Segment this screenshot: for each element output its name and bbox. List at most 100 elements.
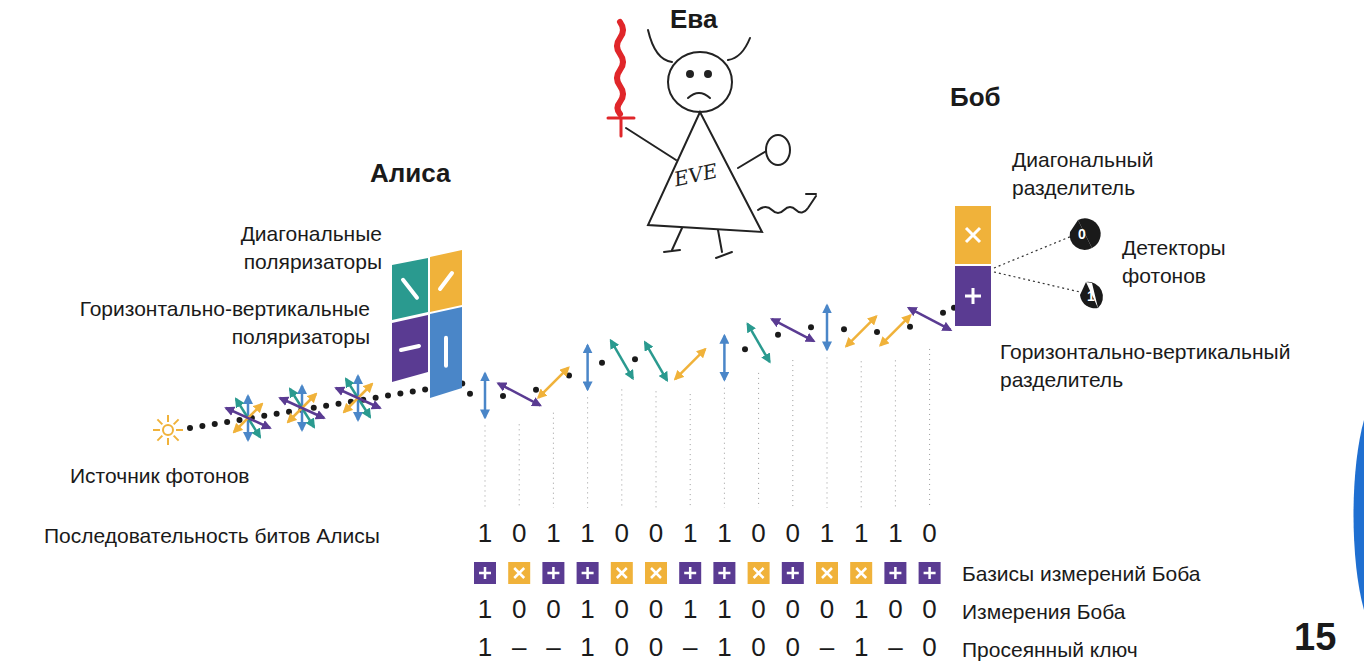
photon-dot bbox=[199, 423, 205, 429]
bit-value: 1 bbox=[470, 516, 500, 551]
basis-icon bbox=[679, 562, 701, 584]
unpolarized-photons bbox=[187, 376, 465, 440]
photon-arrow bbox=[280, 398, 324, 418]
photon-arrow bbox=[909, 308, 951, 330]
bit-value: 0 bbox=[915, 630, 945, 665]
bit-value: 0 bbox=[607, 516, 637, 551]
column-guide bbox=[621, 389, 622, 508]
bit-value: 1 bbox=[846, 630, 876, 665]
polarizers bbox=[392, 250, 462, 398]
photon-arrow bbox=[748, 324, 770, 362]
bit-value: 1 bbox=[846, 516, 876, 551]
photon-dot bbox=[742, 346, 748, 352]
bit-value: – bbox=[812, 630, 842, 665]
basis-icon bbox=[816, 562, 838, 584]
photon-dot bbox=[373, 395, 379, 401]
photon-arrow bbox=[498, 383, 540, 405]
column-guide bbox=[485, 425, 486, 508]
bit-value: 0 bbox=[744, 630, 774, 665]
caption-label: Просеянный ключ bbox=[962, 636, 1138, 664]
bit-value: 1 bbox=[573, 630, 603, 665]
photon-dot bbox=[566, 372, 572, 378]
photon-dot bbox=[212, 421, 218, 427]
photon-dot bbox=[500, 393, 506, 399]
bit-value: 0 bbox=[607, 592, 637, 627]
photon-stream bbox=[467, 305, 957, 508]
bit-value: 0 bbox=[778, 630, 808, 665]
photon-dot bbox=[224, 419, 230, 425]
caption-label: Горизонтально-вертикальные поляризаторы bbox=[4, 295, 370, 352]
bit-value: 0 bbox=[744, 516, 774, 551]
bit-value: 1 bbox=[709, 630, 739, 665]
photon-dot bbox=[274, 411, 280, 417]
detector-value: 1 bbox=[1083, 287, 1099, 306]
basis-icon bbox=[611, 562, 633, 584]
bit-value: 0 bbox=[641, 516, 671, 551]
caption-label: Последовательность битов Алисы bbox=[44, 522, 380, 550]
basis-icon bbox=[850, 562, 872, 584]
caption-label: EVE bbox=[672, 158, 720, 193]
bit-value: 0 bbox=[744, 592, 774, 627]
basis-icon bbox=[919, 562, 941, 584]
bit-value: 0 bbox=[880, 592, 910, 627]
photon-dot bbox=[237, 417, 243, 423]
photon-dot bbox=[422, 387, 428, 393]
bit-value: 0 bbox=[641, 592, 671, 627]
bit-value: – bbox=[675, 630, 705, 665]
column-guide bbox=[792, 360, 793, 508]
photon-dot bbox=[599, 360, 605, 366]
photon-dot bbox=[775, 332, 781, 338]
photon-arrow bbox=[772, 319, 814, 341]
photon-arrow bbox=[226, 408, 270, 428]
column-guide bbox=[656, 391, 657, 508]
column-guide bbox=[929, 349, 930, 508]
basis-icon bbox=[577, 562, 599, 584]
actor-name: Алиса bbox=[370, 156, 451, 191]
bit-value: – bbox=[538, 630, 568, 665]
photon-dot bbox=[397, 391, 403, 397]
photon-arrow bbox=[645, 342, 667, 380]
column-guide bbox=[519, 424, 520, 508]
bit-value: 0 bbox=[778, 592, 808, 627]
photon-dot bbox=[467, 391, 473, 397]
basis-icon bbox=[782, 562, 804, 584]
bit-value: 0 bbox=[812, 592, 842, 627]
basis-icon bbox=[748, 562, 770, 584]
caption-label: Диагональные поляризаторы bbox=[170, 220, 382, 277]
caption-label: Источник фотонов bbox=[70, 462, 249, 490]
basis-icon bbox=[542, 562, 564, 584]
bit-value: 0 bbox=[915, 592, 945, 627]
caption-label: Измерения Боба bbox=[962, 598, 1125, 626]
photon-arrow bbox=[586, 345, 589, 389]
photon-dot bbox=[187, 425, 193, 431]
bob-basis-row bbox=[474, 562, 941, 584]
bit-value: 0 bbox=[915, 516, 945, 551]
photon-arrow bbox=[846, 316, 876, 346]
actor-name: Боб bbox=[950, 80, 1001, 115]
bit-value: 1 bbox=[709, 592, 739, 627]
bit-value: 0 bbox=[504, 516, 534, 551]
photon-dot bbox=[841, 326, 847, 332]
basis-icon bbox=[508, 562, 530, 584]
photon-dot bbox=[286, 409, 292, 415]
photon-dot bbox=[808, 324, 814, 330]
photon-source bbox=[153, 415, 183, 445]
photon-dot bbox=[410, 389, 416, 395]
page-number: 15 bbox=[1294, 612, 1336, 663]
caption-label: Детекторы фотонов bbox=[1122, 234, 1242, 291]
photon-arrow bbox=[723, 336, 726, 380]
column-guide bbox=[895, 360, 896, 508]
bit-value: 1 bbox=[470, 630, 500, 665]
photon-dot bbox=[261, 413, 267, 419]
bit-value: 0 bbox=[607, 630, 637, 665]
photon-dot bbox=[311, 405, 317, 411]
photon-arrow bbox=[538, 368, 568, 398]
column-guide bbox=[690, 394, 691, 508]
basis-icon bbox=[713, 562, 735, 584]
bit-value: 0 bbox=[641, 630, 671, 665]
photon-dot bbox=[874, 329, 880, 335]
bit-value: 1 bbox=[573, 516, 603, 551]
column-guide bbox=[587, 397, 588, 508]
photon-arrow bbox=[336, 388, 380, 408]
eve-figure bbox=[608, 22, 816, 258]
